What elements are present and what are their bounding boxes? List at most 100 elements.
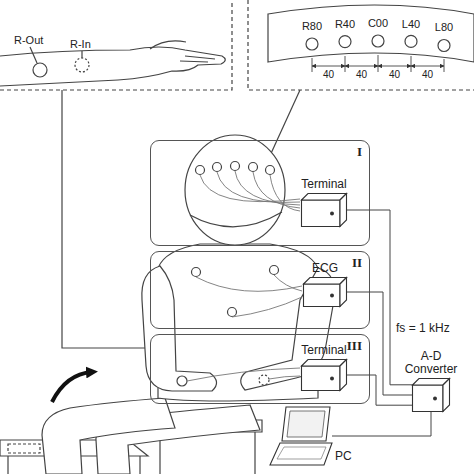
device-label: Terminal [301,344,346,357]
electrode [405,35,417,47]
head-band [268,5,474,62]
ecg-electrode [228,308,237,317]
laptop-pc: PC [270,405,332,467]
inset-pointer [62,90,150,348]
panel-number: II [352,255,362,270]
box-socket [330,294,334,298]
sampling-rate: fs = 1 kHz [396,322,450,335]
rotation-arrow [52,372,92,402]
device-label: ECG [312,262,338,275]
box-side [340,194,347,227]
inset-frame [0,0,232,90]
box-shape [301,359,347,391]
dimension-line [411,66,444,67]
converter-box: A-D Converter [412,378,450,412]
lead-wire [235,171,300,205]
electrode [249,163,258,172]
terminal-box: Terminal [301,193,347,227]
electrode-position: L40 [402,18,420,30]
electrode-in [259,375,269,385]
box-front [302,200,341,227]
electrode [339,36,351,48]
helmet [185,135,285,245]
helmet-visor [190,212,282,227]
panel-frame: IIITerminal [150,334,370,404]
hand-pad [8,444,40,453]
dimension-value: 40 [356,69,367,80]
ecg-electrode [192,268,201,277]
electrode [266,166,275,175]
electrode [213,163,222,172]
laptop-shape [270,405,332,467]
forearm-drawing [0,47,225,86]
panel-frame: I Terminal [150,140,370,246]
box-top [304,278,347,285]
electrode-out [177,376,187,386]
electrode-name: R-In [70,38,91,50]
box-shape [301,193,347,227]
box-side [443,379,450,412]
laptop-display [287,411,325,437]
electrode [438,40,450,52]
finger-lines [150,41,215,62]
dimension-value: 40 [389,69,400,80]
electrode-position: C00 [368,17,388,29]
dimension-value: 40 [422,69,433,80]
signal-wire [347,375,412,405]
box-socket [433,397,437,401]
electrode [372,35,384,47]
inset-frame [248,0,474,90]
electrode-name: R-Out [14,34,43,46]
box-side [340,278,347,307]
device-label: PC [335,450,352,463]
box-side [340,360,347,391]
electrode-out [33,63,47,77]
dimension-line [378,66,411,67]
box-top [302,194,347,201]
lead-wire [270,175,300,211]
dimension-line [345,66,378,67]
device-label: A-D Converter [401,350,461,376]
electrode-position: R80 [302,20,322,32]
electrode [196,166,205,175]
lead-wire [187,368,300,381]
inset-pointer [268,90,300,160]
panel-frame: II ECG [150,251,370,329]
signal-wire [347,292,412,395]
lead-wire [253,172,300,208]
box-front [302,366,341,391]
lead-wire [232,297,302,317]
box-shape [303,277,347,307]
ecg-electrode [270,266,279,275]
device-label: Terminal [301,178,346,191]
dimension-line [312,66,345,67]
laptop-screen [282,407,330,441]
box-socket [330,212,334,216]
leg [42,398,175,474]
lead-wire [269,376,300,379]
ecg-amplifier: ECG [303,277,347,307]
electrode [231,162,240,171]
laptop-keyboard [277,447,326,459]
lead-wire [274,275,302,291]
laptop-base [270,443,332,465]
signal-wire [332,412,431,436]
box-top [302,360,347,367]
electrode-position: R40 [335,18,355,30]
lead-wire [200,175,300,202]
panel-number: III [347,338,362,353]
signal-wire [347,210,412,385]
terminal-box: Terminal [301,359,347,391]
box-front [413,385,444,412]
panel-number: I [357,144,362,159]
electrode [306,38,318,50]
lead-wire [196,277,302,291]
electrode-position: L80 [435,21,453,33]
box-socket [330,377,334,381]
box-shape [412,378,450,412]
electrode-in [75,58,89,72]
dimension-value: 40 [323,69,334,80]
